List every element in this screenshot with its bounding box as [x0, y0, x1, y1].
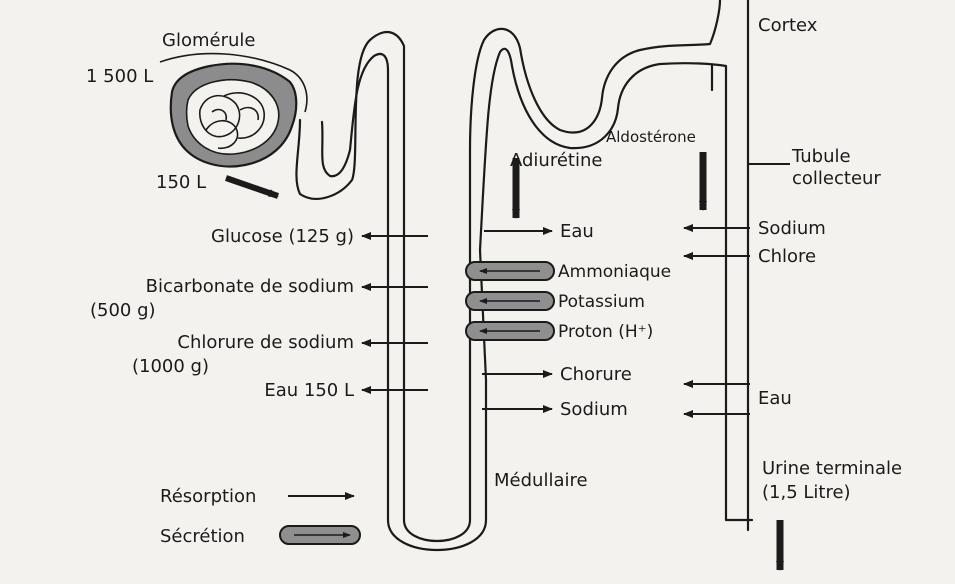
chlore-collect-label: Chlore [758, 246, 816, 267]
medullaire-label: Médullaire [494, 470, 588, 491]
ammoniaque-label: Ammoniaque [558, 262, 671, 282]
glucose-label: Glucose (125 g) [211, 226, 354, 247]
filtrate-in-label: 1 500 L [86, 66, 153, 87]
legend-resorption-label: Résorption [160, 486, 256, 507]
bicarbonate-label-1: Bicarbonate de sodium [146, 276, 354, 297]
aldosterone-label: Aldostérone [606, 128, 696, 146]
potassium-label: Potassium [558, 292, 645, 312]
filtrate-arrow [226, 178, 278, 196]
filtrate-out-label: 150 L [156, 172, 206, 193]
adiuretine-label: Adiurétine [510, 150, 602, 171]
glomerulus [160, 54, 307, 167]
urine-label-2: (1,5 Litre) [762, 482, 851, 503]
cortex-label: Cortex [758, 15, 818, 36]
potassium-pill [466, 292, 554, 310]
proton-pill [466, 322, 554, 340]
legend-secretion-pill [280, 526, 360, 544]
chlorure-label-2: (1000 g) [132, 356, 209, 377]
chlorure-label-1: Chlorure de sodium [177, 332, 354, 353]
sodium-collect-label: Sodium [758, 218, 826, 239]
glomerule-label: Glomérule [162, 30, 255, 51]
eau-left-label: Eau 150 L [264, 380, 354, 401]
legend-secretion-label: Sécrétion [160, 526, 245, 547]
ammoniaque-pill [466, 262, 554, 280]
proton-label: Proton (H⁺) [558, 322, 653, 342]
chorure-label: Chorure [560, 364, 632, 385]
sodium-distal-label: Sodium [560, 399, 628, 420]
urine-label-1: Urine terminale [762, 458, 902, 479]
tubule-label-1: Tubule [791, 146, 851, 167]
eau-distal-label: Eau [560, 221, 594, 242]
bicarbonate-label-2: (500 g) [90, 300, 156, 321]
eau-collect-label: Eau [758, 388, 792, 409]
tubule-label-2: collecteur [792, 168, 881, 189]
